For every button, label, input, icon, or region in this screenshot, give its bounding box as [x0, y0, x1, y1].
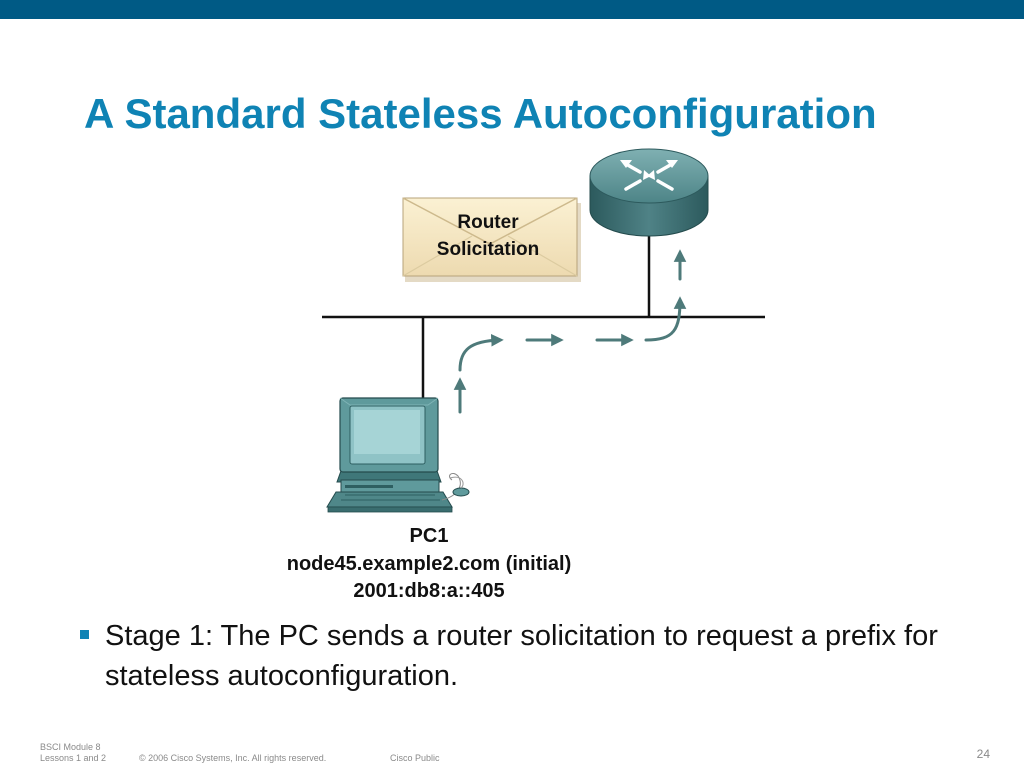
pc-hostname-label: node45.example2.com (initial): [287, 553, 572, 575]
slide-title: A Standard Stateless Autoconfiguration: [84, 90, 877, 137]
pc-address-label: 2001:db8:a::405: [353, 580, 504, 602]
desktop-pc-icon: [326, 397, 470, 513]
footer-classification: Cisco Public: [390, 753, 440, 763]
router-icon: [589, 148, 709, 237]
footer-course-line2: Lessons 1 and 2: [40, 753, 107, 763]
footer-copyright: © 2006 Cisco Systems, Inc. All rights re…: [139, 753, 327, 763]
header-bar: [0, 0, 1024, 19]
bullet-text: Stage 1: The PC sends a router solicitat…: [105, 620, 938, 692]
bullet-item: Stage 1: The PC sends a router solicitat…: [78, 616, 978, 696]
flow-arrow-curve-out: [458, 333, 504, 372]
bullet-list: Stage 1: The PC sends a router solicitat…: [78, 616, 978, 696]
page-number: 24: [976, 747, 990, 761]
envelope-icon: [402, 197, 581, 282]
square-bullet-icon: [80, 630, 89, 639]
envelope-label-line1: Router: [457, 212, 519, 233]
pc-name-label: PC1: [410, 525, 449, 547]
envelope-label-line2: Solicitation: [437, 239, 539, 260]
flow-arrow-curve-up: [644, 296, 687, 342]
footer-course-line1: BSCI Module 8: [40, 742, 101, 752]
solicitation-flow-arrows: [453, 249, 687, 414]
footer-course: BSCI Module 8 Lessons 1 and 2: [40, 742, 106, 764]
